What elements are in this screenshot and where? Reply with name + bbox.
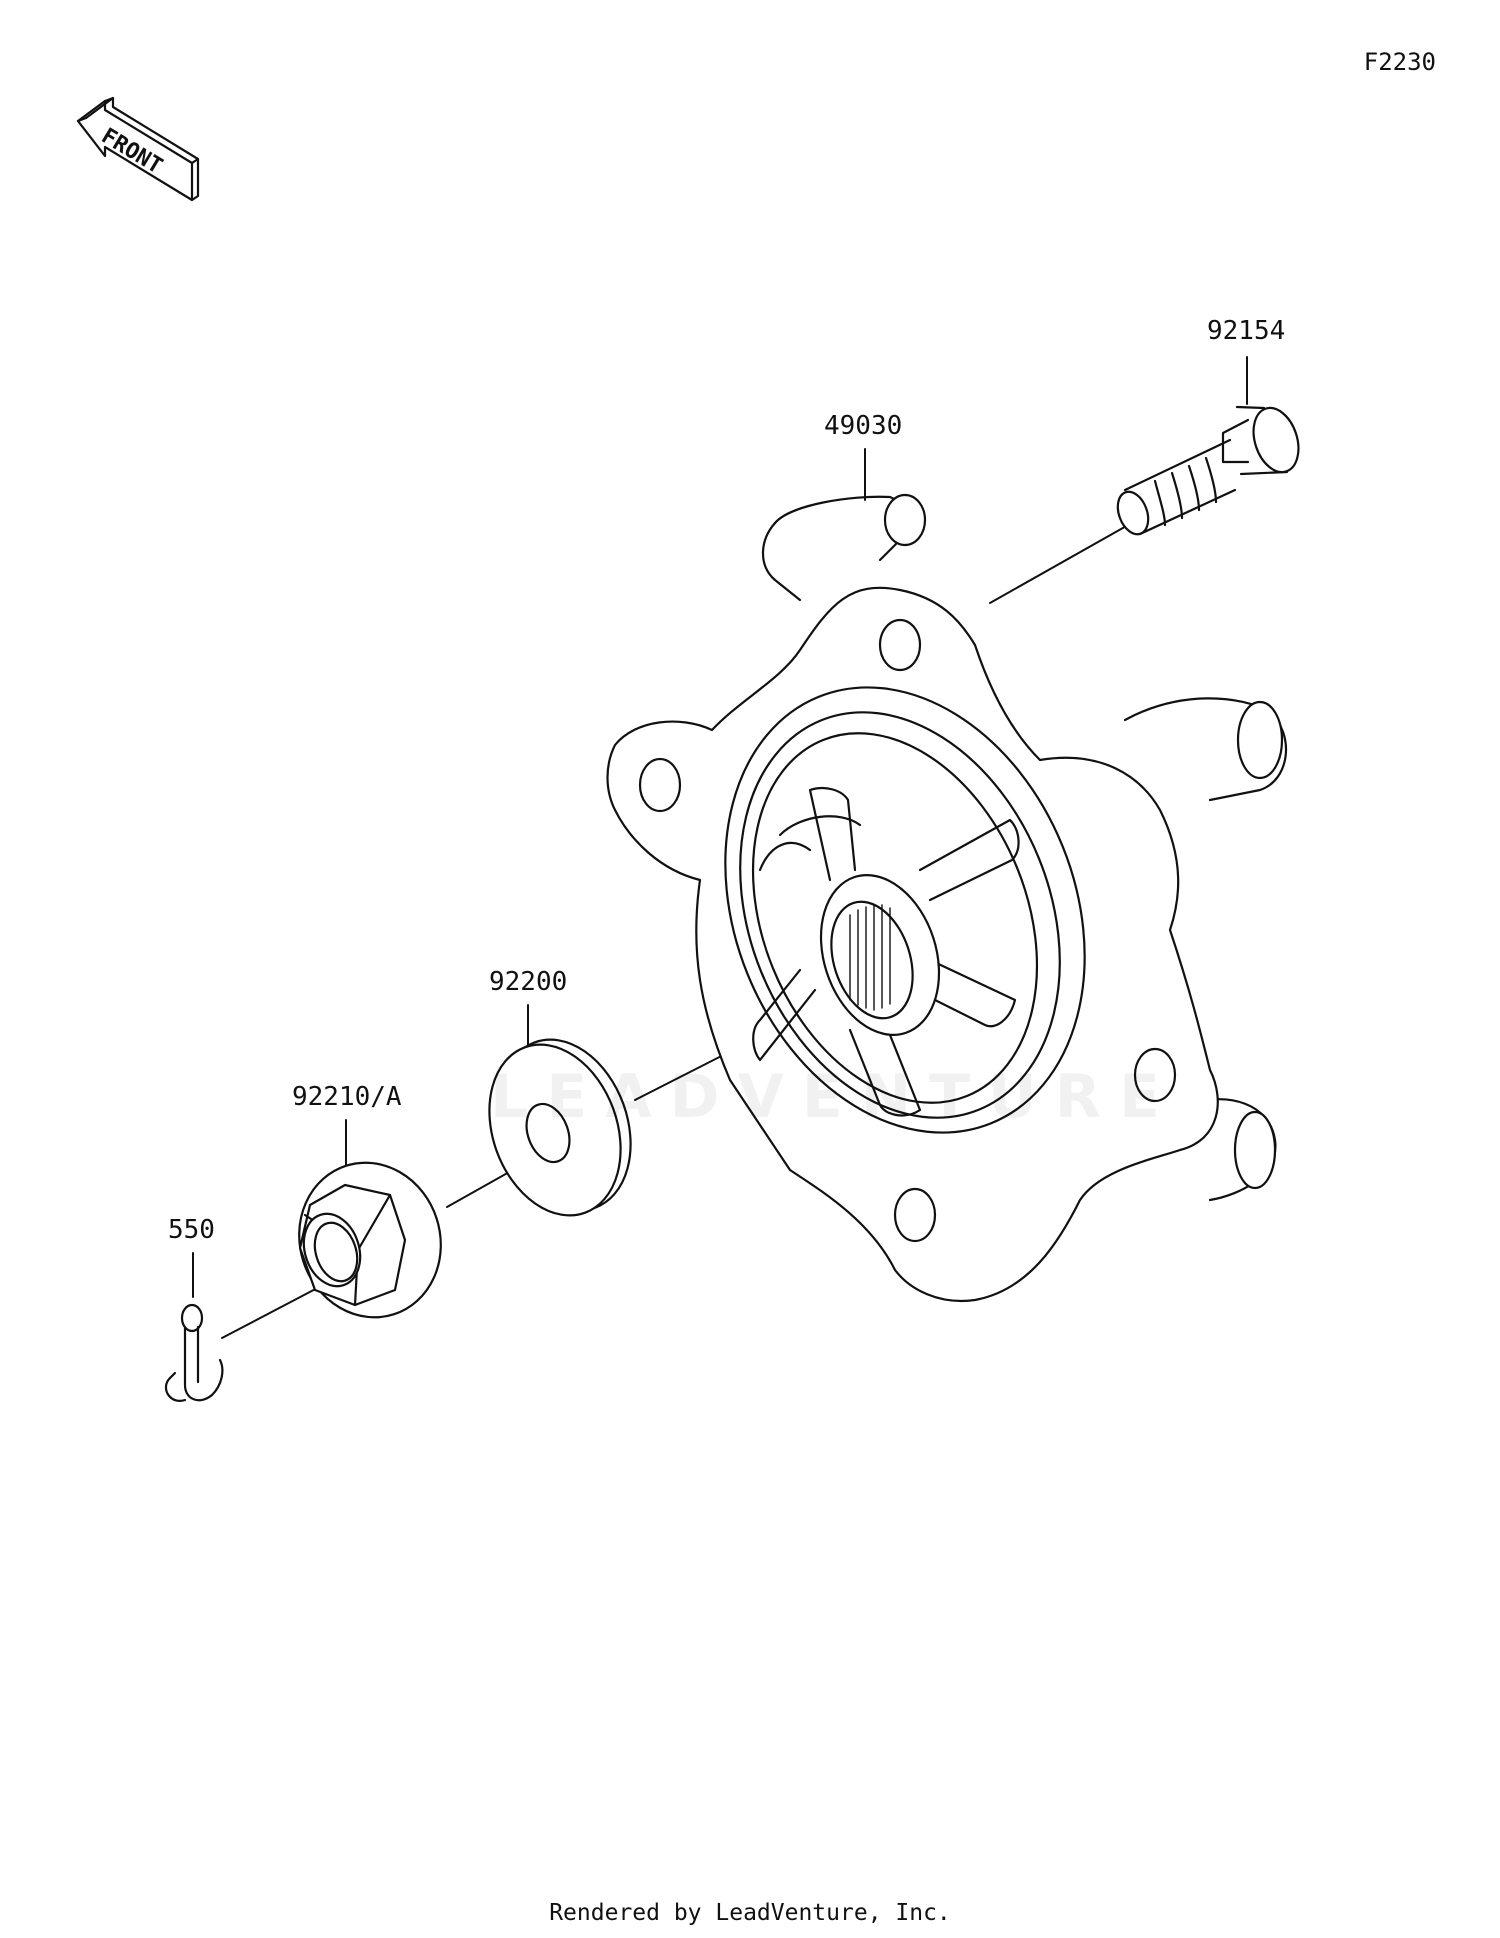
stud-bolt-illustration: [1116, 405, 1300, 536]
watermark: LEADVENTURE: [490, 1062, 1178, 1132]
part-number-550[interactable]: 550: [168, 1215, 215, 1245]
part-number-92200[interactable]: 92200: [489, 967, 568, 997]
front-direction-arrow-icon: FRONT: [76, 96, 200, 202]
part-number-92154[interactable]: 92154: [1207, 316, 1286, 346]
flange-nut-illustration: [298, 1161, 442, 1319]
wheel-hub-illustration: [606, 493, 1288, 1303]
part-number-49030[interactable]: 49030: [824, 411, 903, 441]
part-number-92210-a[interactable]: 92210/A: [292, 1082, 402, 1112]
footer-credit: Rendered by LeadVenture, Inc.: [549, 1900, 951, 1926]
leader-550-to-nut: [221, 1283, 326, 1339]
leader-92154-to-hub: [989, 519, 1138, 604]
diagram-code: F2230: [1363, 48, 1436, 76]
washer-illustration: [488, 1038, 632, 1217]
cotter-pin-illustration: [164, 1303, 224, 1402]
